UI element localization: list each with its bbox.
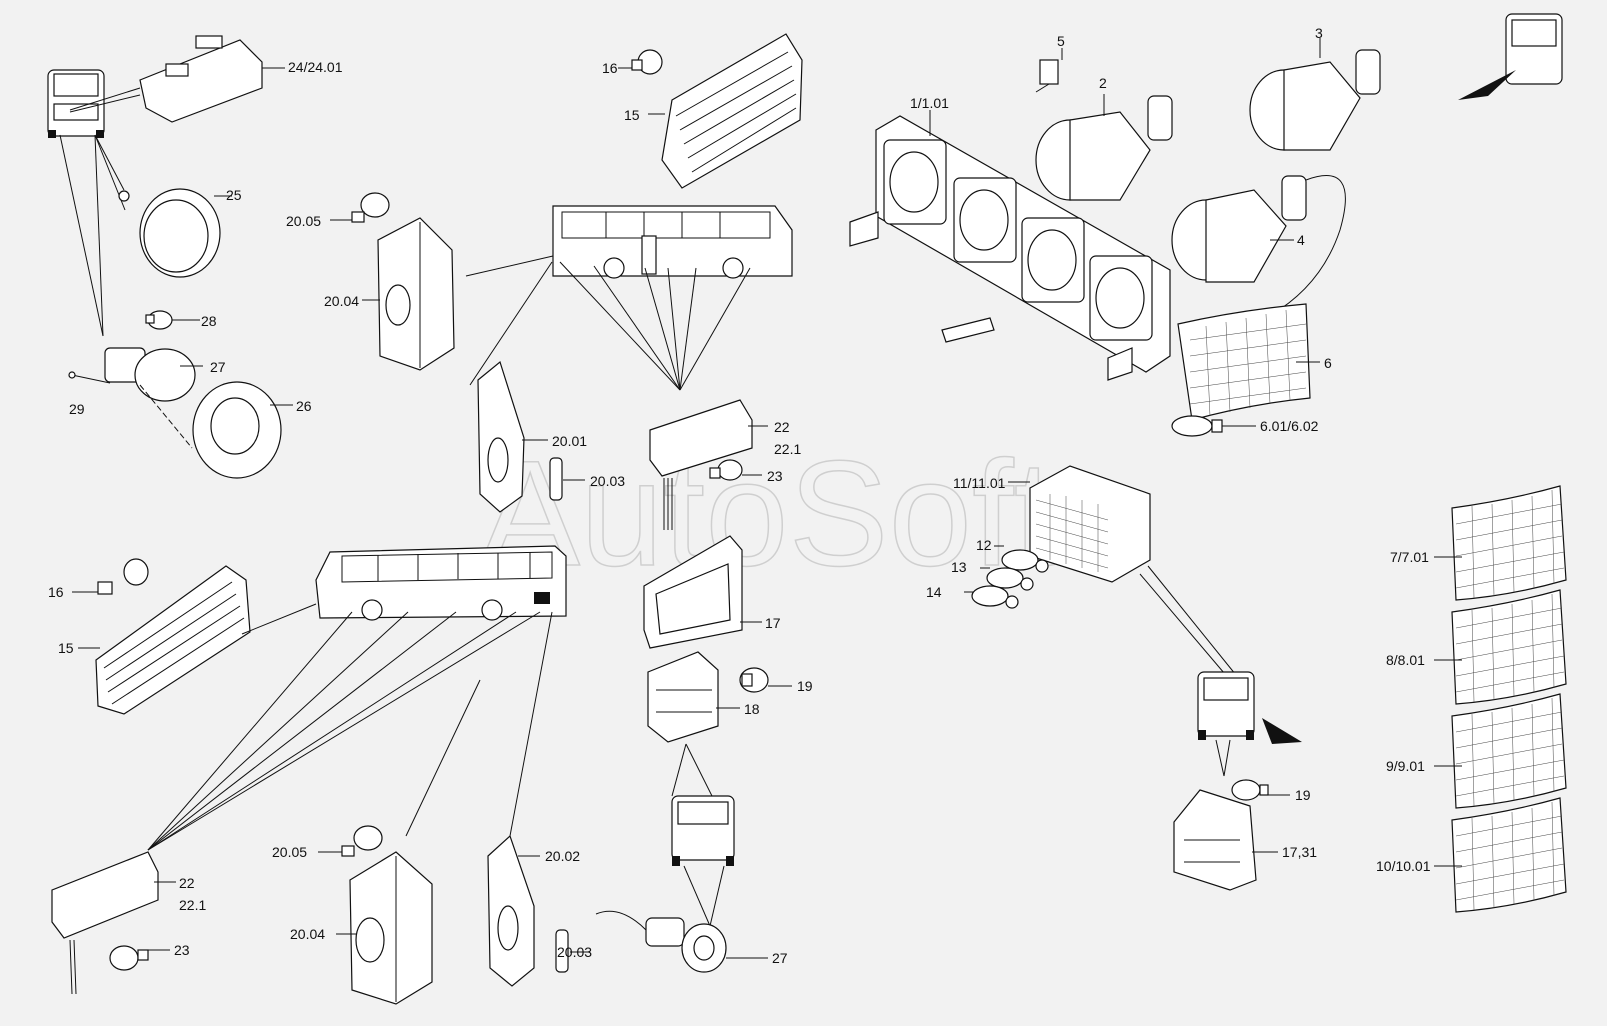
part-20-02-side-marker: [487, 834, 535, 987]
callout-11: 11/11.01: [953, 475, 1006, 491]
bulb-12: [1001, 549, 1049, 573]
callout-13: 13: [951, 559, 967, 575]
part-22-reflector-top: [649, 399, 753, 530]
bulb-23-bottom: [109, 945, 149, 971]
side-view-bus-bottom: [315, 545, 567, 621]
callout-22-1-bottom: 22.1: [179, 897, 206, 913]
part-17-plate-lamp-frame: [643, 535, 743, 649]
part-15-side-lamp-left: [95, 565, 251, 715]
callout-1: 1/1.01: [910, 95, 949, 111]
callout-19-right: 19: [1295, 787, 1311, 803]
part-20-01-side-marker: [477, 360, 525, 513]
bulb-6-01: [1171, 415, 1223, 437]
callout-17-31: 17,31: [1282, 844, 1317, 860]
rear-view-bus-icon-topright: [1458, 13, 1563, 100]
part-22-reflector-bottom: [51, 851, 159, 995]
bulb-16-left: [97, 558, 149, 595]
callout-14: 14: [926, 584, 942, 600]
bulb-16-top: [631, 49, 663, 75]
callout-24: 24/24.01: [288, 59, 343, 75]
callout-20-04-top: 20.04: [324, 293, 359, 309]
part-18-plate-lamp: [647, 651, 719, 743]
callout-10: 10/10.01: [1376, 858, 1431, 874]
callout-15-left: 15: [58, 640, 74, 656]
bulb-14: [971, 585, 1019, 609]
part-3-lamp-module: [1249, 49, 1381, 151]
bulb-20-03-bottom: [555, 929, 569, 973]
bulb-20-05-bottom: [341, 825, 383, 857]
part-25-round-lamp: [118, 188, 221, 278]
part-10-lens: [1451, 797, 1567, 913]
callout-28: 28: [201, 313, 217, 329]
callout-19-center: 19: [797, 678, 813, 694]
part-8-lens: [1451, 589, 1567, 705]
bulb-28: [145, 310, 173, 330]
callout-20-03-bottom: 20.03: [557, 944, 592, 960]
part-17-31-plate-lamp: [1173, 789, 1257, 891]
callout-22-1-top: 22.1: [774, 441, 801, 457]
callout-15-top: 15: [624, 107, 640, 123]
callout-3: 3: [1315, 25, 1323, 41]
callout-5: 5: [1057, 33, 1065, 49]
callout-20-05-bottom: 20.05: [272, 844, 307, 860]
callout-20-03-top: 20.03: [590, 473, 625, 489]
part-15-side-lamp-top: [661, 33, 803, 189]
rear-view-bus-icon-midright: [1197, 671, 1302, 744]
callout-16-top: 16: [602, 60, 618, 76]
bulb-23-top: [709, 459, 743, 481]
callout-8: 8/8.01: [1386, 652, 1425, 668]
callout-27-top: 27: [210, 359, 226, 375]
callout-20-04-bottom: 20.04: [290, 926, 325, 942]
bulb-19-center: [739, 667, 769, 693]
part-27-socket-lamp: [68, 347, 196, 402]
callout-6: 6: [1324, 355, 1332, 371]
callout-4: 4: [1297, 232, 1305, 248]
callout-9: 9/9.01: [1386, 758, 1425, 774]
callout-17: 17: [765, 615, 781, 631]
bulb-5: [1035, 59, 1059, 93]
callout-25: 25: [226, 187, 242, 203]
callout-16-left: 16: [48, 584, 64, 600]
callout-20-01: 20.01: [552, 433, 587, 449]
side-view-bus-top: [552, 205, 793, 279]
part-26-round-bezel: [192, 381, 282, 479]
callout-22-top: 22: [774, 419, 790, 435]
part-4-lamp-module: [1171, 175, 1346, 321]
part-1-headlamp-housing: [849, 115, 1171, 381]
callout-23-top: 23: [767, 468, 783, 484]
bulb-20-03-top: [549, 457, 563, 501]
rear-view-bus-icon-bottom: [671, 795, 735, 866]
callout-6-01: 6.01/6.02: [1260, 418, 1319, 434]
callout-26: 26: [296, 398, 312, 414]
callout-7: 7/7.01: [1390, 549, 1429, 565]
part-6-fog-lamp-lens: [1177, 303, 1311, 421]
callout-22-bottom: 22: [179, 875, 195, 891]
part-20-04-rear-lamp-bottom: [349, 851, 433, 1005]
callout-2: 2: [1099, 75, 1107, 91]
part-24-marker-lamp: [139, 35, 263, 123]
callout-23-bottom: 23: [174, 942, 190, 958]
bulb-20-05-top: [351, 192, 390, 223]
bulb-19-right: [1231, 779, 1269, 801]
part-2-lamp-module: [1035, 95, 1173, 201]
front-view-bus-icon-topleft: [47, 69, 105, 138]
callout-20-05-top: 20.05: [286, 213, 321, 229]
part-27-socket-bottom: [595, 910, 727, 973]
bulb-13: [986, 567, 1034, 591]
callout-12: 12: [976, 537, 992, 553]
callout-27-bottom: 27: [772, 950, 788, 966]
callout-18: 18: [744, 701, 760, 717]
part-7-lens: [1451, 485, 1567, 601]
watermark-text: AutoSoft: [480, 429, 1055, 597]
callout-20-02: 20.02: [545, 848, 580, 864]
part-20-04-rear-lamp-top: [377, 217, 455, 371]
part-9-lens: [1451, 693, 1567, 809]
callout-29: 29: [69, 401, 85, 417]
